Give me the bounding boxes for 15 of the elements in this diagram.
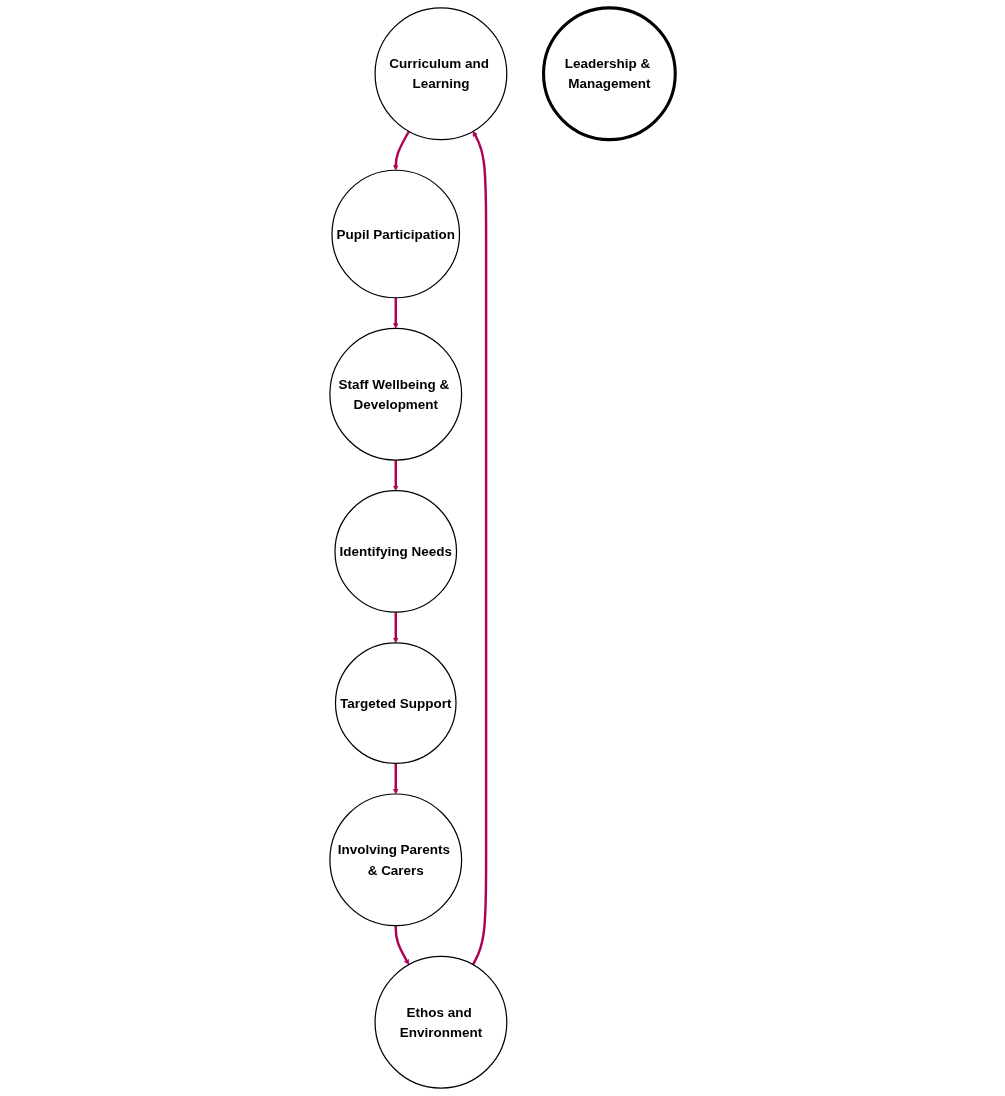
- node-circle: Pupil Participation: [331, 169, 461, 299]
- node-circle: Curriculum and Learning: [374, 7, 508, 141]
- arrow: [393, 763, 399, 795]
- arrow: [394, 925, 410, 965]
- arrow: [471, 131, 488, 966]
- node-circle: Ethos and Environment: [374, 955, 508, 1089]
- arrow: [393, 297, 399, 329]
- node-circle: Involving Parents & Carers: [329, 793, 463, 927]
- arrow: [393, 460, 399, 491]
- node-circle: Staff Wellbeing & Development: [329, 327, 463, 461]
- node-circle: Targeted Support: [334, 642, 457, 764]
- node-circle: Identifying Needs: [334, 490, 458, 613]
- arrow: [393, 130, 410, 171]
- node-circle: Leadership & Management: [541, 6, 677, 142]
- arrow: [393, 612, 399, 644]
